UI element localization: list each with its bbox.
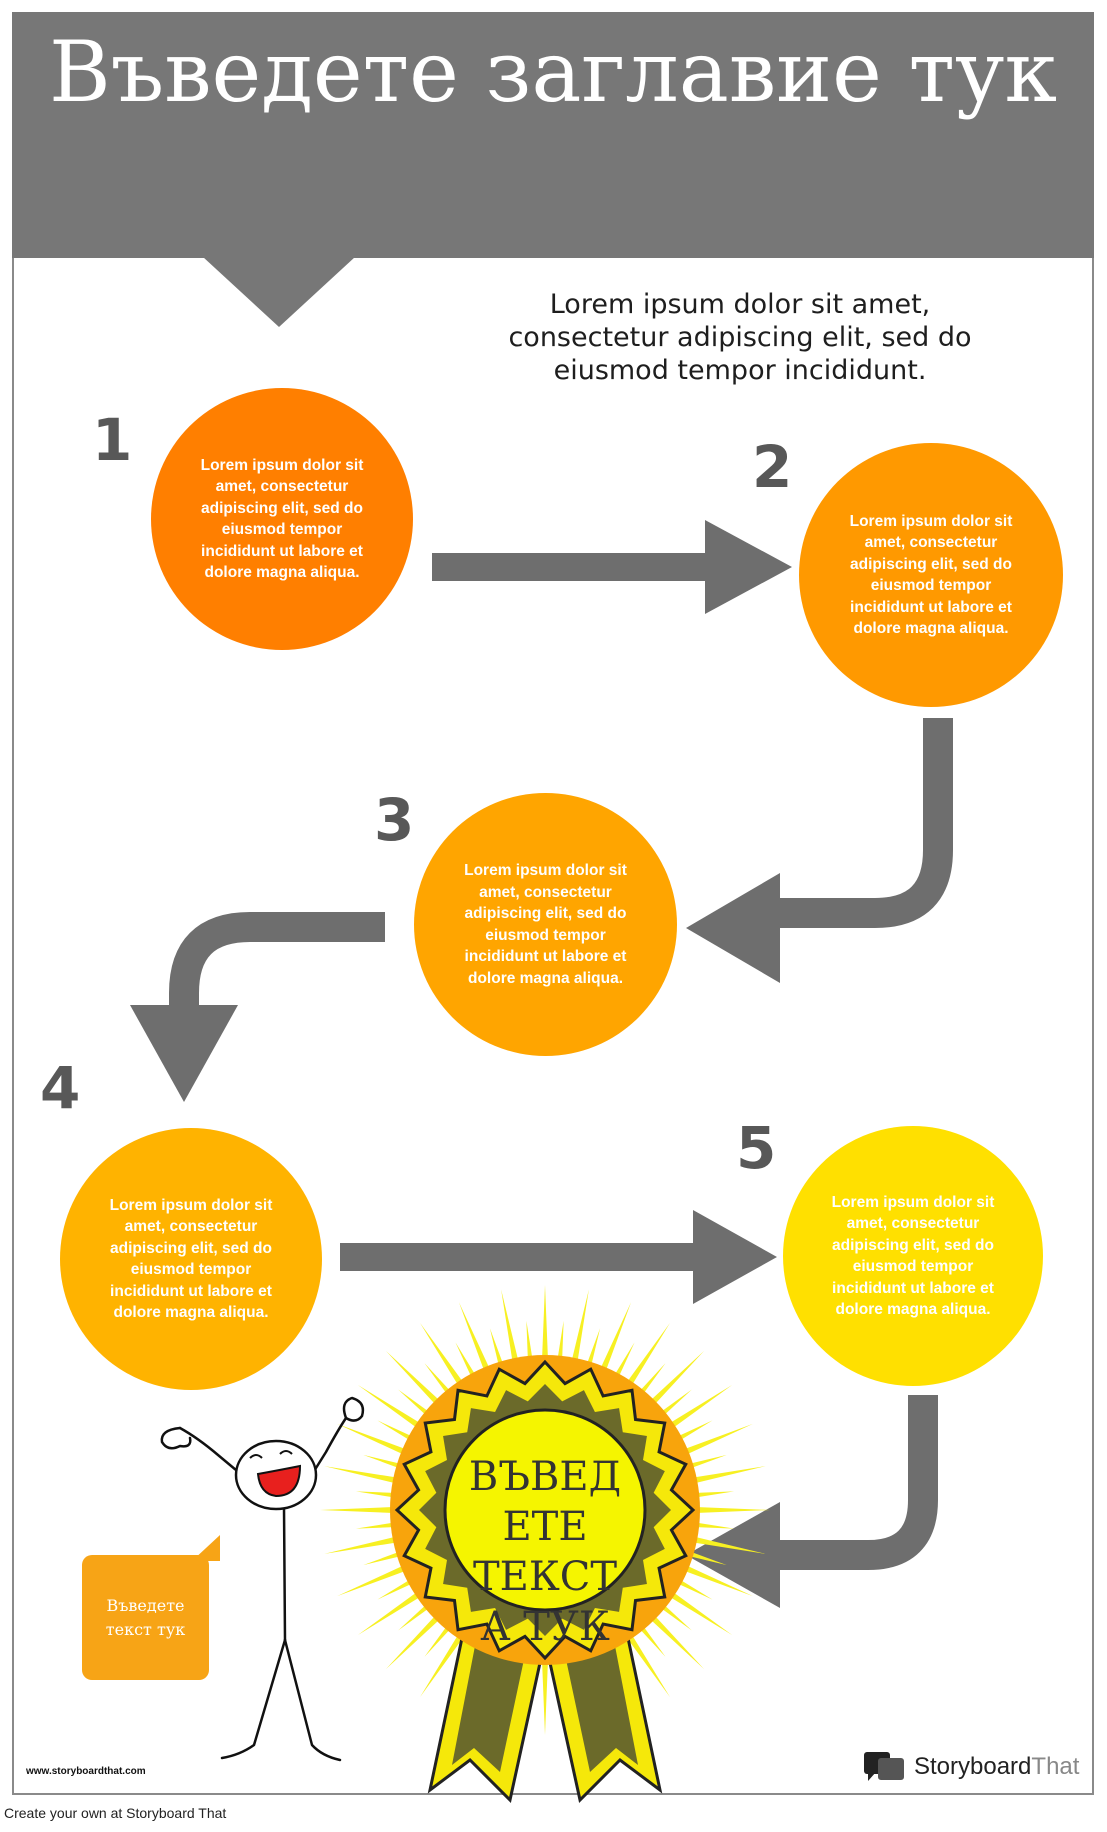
arrow-2-to-3-shaft xyxy=(770,718,953,928)
step-circle-5[interactable]: Lorem ipsum dolor sit amet, consectetur … xyxy=(783,1126,1043,1386)
step-number-2: 2 xyxy=(752,433,793,501)
step-circle-2[interactable]: Lorem ipsum dolor sit amet, consectetur … xyxy=(799,443,1063,707)
page-title[interactable]: Въведете заглавие тук xyxy=(49,23,1057,121)
step-text-3[interactable]: Lorem ipsum dolor sit amet, consectetur … xyxy=(464,862,627,987)
logo-wordmark: StoryboardThat xyxy=(914,1753,1080,1780)
storyboardthat-logo: StoryboardThat xyxy=(862,1750,1079,1784)
speech-bubble-text[interactable]: Въведете текст тук xyxy=(105,1595,186,1639)
figure-right-arm xyxy=(294,1416,348,1502)
figure-left-arm xyxy=(178,1426,274,1502)
figure-mouth xyxy=(256,1464,302,1498)
figure-left-eye xyxy=(249,1454,263,1459)
arrow-3-to-4-head xyxy=(130,1005,238,1102)
step-text-1[interactable]: Lorem ipsum dolor sit amet, consectetur … xyxy=(200,456,364,582)
arrow-5-to-badge-head xyxy=(686,1502,780,1608)
step-number-5: 5 xyxy=(736,1114,777,1182)
figure-right-leg xyxy=(283,1638,342,1762)
arrow-5-to-badge-shaft xyxy=(770,1395,938,1570)
step-number-3: 3 xyxy=(374,786,415,854)
arrow-4-to-5-shaft xyxy=(340,1243,710,1271)
arrow-4-to-5-head xyxy=(693,1210,777,1304)
intro-text[interactable]: Lorem ipsum dolor sit amet, consectetur … xyxy=(508,289,972,386)
title-banner-pointer xyxy=(203,257,355,327)
title-banner xyxy=(12,12,1094,258)
arrow-1-to-2-head xyxy=(705,520,792,614)
step-circle-3[interactable]: Lorem ipsum dolor sit amet, consectetur … xyxy=(414,793,677,1056)
figure-left-leg xyxy=(220,1638,287,1760)
arrow-3-to-4-shaft xyxy=(169,912,385,1015)
arrow-2-to-3-head xyxy=(686,873,780,983)
badge-center xyxy=(443,1408,647,1612)
step-number-4: 4 xyxy=(40,1054,81,1122)
footer-text[interactable]: Create your own at Storyboard That xyxy=(4,1805,227,1821)
arrow-1-to-2-shaft xyxy=(432,553,722,581)
badge-text[interactable]: ВЪВЕД ЕТЕ ТЕКСТ А ТУК xyxy=(468,1454,622,1650)
step-text-2[interactable]: Lorem ipsum dolor sit amet, consectetur … xyxy=(849,512,1013,638)
logo-icon xyxy=(864,1752,904,1781)
step-number-1: 1 xyxy=(92,406,133,474)
figure-left-hand xyxy=(160,1426,192,1450)
step-text-4[interactable]: Lorem ipsum dolor sit amet, consectetur … xyxy=(109,1196,273,1322)
step-circle-4[interactable]: Lorem ipsum dolor sit amet, consectetur … xyxy=(60,1128,322,1390)
step-circle-1[interactable]: Lorem ipsum dolor sit amet, consectetur … xyxy=(151,388,413,650)
figure-right-hand xyxy=(342,1396,365,1422)
watermark-site: www.storyboardthat.com xyxy=(26,1766,146,1777)
speech-bubble[interactable]: Въведете текст тук xyxy=(82,1555,209,1680)
step-text-5[interactable]: Lorem ipsum dolor sit amet, consectetur … xyxy=(831,1193,995,1319)
figure-body xyxy=(282,1505,287,1642)
figure-right-eye xyxy=(279,1450,293,1455)
